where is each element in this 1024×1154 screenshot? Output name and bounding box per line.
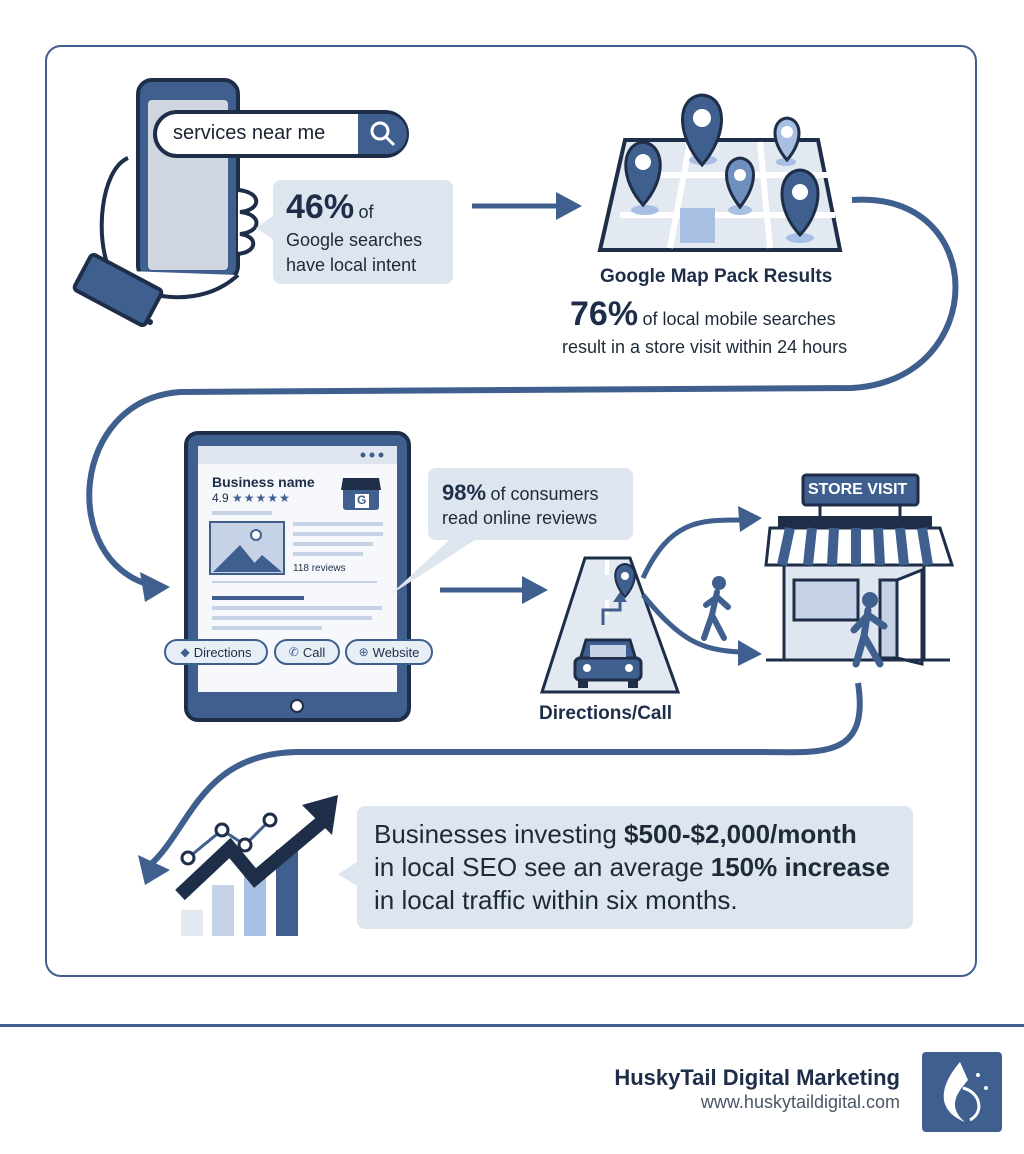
investment-increase: 150% increase xyxy=(710,852,891,882)
business-rating: 4.9 xyxy=(212,491,229,505)
globe-icon: ⊕ xyxy=(358,645,369,659)
phone-call-icon: ✆ xyxy=(288,645,299,659)
local-intent-line2: Google searches xyxy=(286,230,423,250)
local-intent-line3: have local intent xyxy=(286,255,417,275)
arrow-right-icon xyxy=(556,192,582,220)
growth-chart-icon xyxy=(175,795,338,936)
map-pack-value: 76% xyxy=(570,295,639,333)
footer-url[interactable]: www.huskytaildigital.com xyxy=(700,1092,900,1112)
call-label: Call xyxy=(302,644,326,660)
map-pack-line2: result in a store visit within 24 hours xyxy=(562,337,848,357)
store-icon xyxy=(764,473,955,666)
location-pin-icon xyxy=(624,140,662,208)
gmb-letter: G xyxy=(357,493,367,507)
connector-arrowhead-1 xyxy=(140,572,170,602)
connector-arrowhead-2 xyxy=(138,855,170,885)
business-name: Business name xyxy=(212,474,315,490)
call-button[interactable]: ✆ Call xyxy=(274,639,340,665)
store-visit-label: STORE VISIT xyxy=(808,481,908,498)
reviews-bubble xyxy=(428,468,633,540)
reviews-count: 118 reviews xyxy=(293,563,346,574)
location-pin-icon xyxy=(614,562,636,599)
location-pin-icon xyxy=(780,168,820,238)
reviews-line2: read online reviews xyxy=(442,508,598,528)
website-button[interactable]: ⊕ Website xyxy=(345,639,433,665)
directions-label: Directions xyxy=(193,644,252,660)
walking-person-icon xyxy=(701,576,731,641)
website-label: Website xyxy=(372,644,420,660)
local-intent-of: of xyxy=(358,202,374,222)
location-pin-icon xyxy=(773,116,801,163)
connector-curve-2 xyxy=(148,682,863,868)
investment-part3: in local traffic within six months. xyxy=(374,885,738,915)
google-business-icon xyxy=(341,478,381,510)
investment-part2: in local SEO see an average xyxy=(374,852,711,882)
directions-call-label: Directions/Call xyxy=(539,703,673,724)
investment-part1: Businesses investing xyxy=(374,819,625,849)
location-pin-icon xyxy=(681,93,723,168)
huskytail-logo-icon xyxy=(922,1052,1002,1132)
car-icon xyxy=(573,638,643,688)
investment-bubble xyxy=(357,806,913,929)
reviews-value: 98% xyxy=(442,480,487,505)
location-pin-icon xyxy=(725,156,755,210)
reviews-line1: of consumers xyxy=(490,484,599,504)
directions-button[interactable]: ◆ Directions xyxy=(164,639,268,665)
search-input[interactable]: services near me xyxy=(173,122,326,144)
local-intent-value: 46% xyxy=(286,188,355,226)
footer-brand: HuskyTail Digital Marketing xyxy=(614,1065,900,1090)
rating-stars-icon: ★★★★★ xyxy=(232,491,291,505)
local-intent-bubble xyxy=(273,180,453,284)
branch-arrow-down xyxy=(641,593,741,655)
directions-icon: ◆ xyxy=(180,645,190,659)
connector-curve-1 xyxy=(86,196,959,588)
footer-divider xyxy=(0,1024,1024,1027)
entering-person-icon xyxy=(850,592,888,668)
arrow-right-icon xyxy=(522,576,548,604)
branch-arrow-up xyxy=(640,517,741,580)
investment-amount: $500-$2,000/month xyxy=(624,819,857,849)
map-pack-line1: of local mobile searches xyxy=(642,309,836,329)
map-pack-title: Google Map Pack Results xyxy=(600,266,833,287)
investment-text: Businesses investing $500-$2,000/month i… xyxy=(374,818,904,917)
search-icon xyxy=(370,121,396,147)
